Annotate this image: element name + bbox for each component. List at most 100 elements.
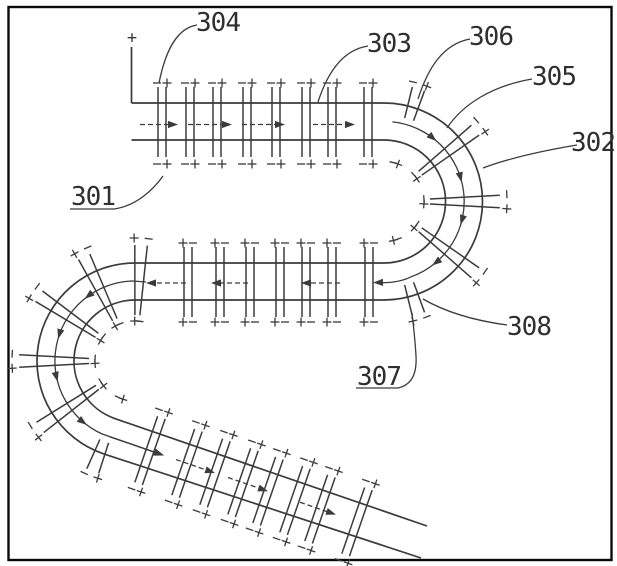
ref-label-302: 302 xyxy=(571,128,615,158)
minus-sign xyxy=(164,499,173,504)
plus-sign xyxy=(231,519,237,529)
electrode-line xyxy=(19,362,90,369)
plus-sign xyxy=(71,249,78,259)
electrode-pair xyxy=(403,282,426,317)
minus-sign xyxy=(220,518,229,523)
minus-sign xyxy=(408,80,417,84)
arrowhead xyxy=(51,371,59,382)
minus-sign xyxy=(83,245,92,250)
ref-label-301: 301 xyxy=(71,182,115,212)
electrode-line xyxy=(418,124,472,172)
plus-sign xyxy=(502,207,512,210)
plus-sign xyxy=(391,235,396,245)
electrode-line xyxy=(43,388,100,434)
electrode-pair xyxy=(19,353,90,369)
flow-arrow-shaft xyxy=(299,501,329,513)
electrode-line xyxy=(36,384,97,423)
electrode-line xyxy=(412,90,426,121)
minus-sign xyxy=(245,527,254,532)
electrode-line xyxy=(412,282,426,313)
plus-sign xyxy=(472,279,481,287)
electrode-line xyxy=(98,442,110,474)
channel-wall-b xyxy=(36,139,447,559)
plus-sign xyxy=(373,479,378,489)
arrowhead xyxy=(432,256,443,266)
arrowhead xyxy=(459,214,467,225)
electrode-pair xyxy=(157,87,167,157)
arrowhead xyxy=(222,120,232,129)
arrowhead xyxy=(84,289,95,299)
electrode-pair xyxy=(327,87,337,157)
arrowhead xyxy=(204,466,215,474)
electrode-pair xyxy=(36,384,100,434)
arrowhead xyxy=(345,120,355,129)
electrode-line xyxy=(77,259,114,322)
electrode-line xyxy=(341,487,366,554)
plus-sign xyxy=(410,224,418,232)
arrowhead xyxy=(146,279,156,287)
leader-line-302 xyxy=(482,144,578,169)
arrowhead xyxy=(455,171,463,183)
plus-sign xyxy=(34,434,43,441)
electrode-line xyxy=(429,203,500,209)
electrode-line xyxy=(418,231,472,279)
electrodes xyxy=(19,86,500,557)
minus-sign xyxy=(247,439,256,444)
electrode-pair xyxy=(327,247,337,317)
electrode-line xyxy=(19,353,90,360)
minus-sign xyxy=(473,116,480,124)
leader-line-304 xyxy=(158,24,198,84)
minus-sign xyxy=(144,237,153,240)
plus-sign xyxy=(395,159,401,169)
electrode-pair xyxy=(403,86,426,121)
minus-sign xyxy=(154,407,163,412)
minus-sign xyxy=(299,457,308,462)
electrode-pair xyxy=(279,465,311,536)
electrode-pair xyxy=(212,87,222,157)
electrode-line xyxy=(403,86,414,119)
electrode-line xyxy=(279,465,304,533)
arrowhead xyxy=(76,415,87,425)
channel-wall-a xyxy=(73,102,484,527)
channel-walls xyxy=(36,102,484,559)
electrode-line xyxy=(89,253,118,319)
arrowhead xyxy=(57,328,65,339)
minus-sign xyxy=(422,314,431,319)
electrode-line xyxy=(286,468,311,536)
electrode-pair xyxy=(418,124,480,176)
electrode-line xyxy=(421,227,480,269)
plus-sign xyxy=(90,362,100,365)
arrowhead xyxy=(153,448,164,456)
plus-sign xyxy=(7,367,17,370)
plus-sign xyxy=(99,382,108,390)
ref-label-303: 303 xyxy=(367,29,411,59)
plus-sign xyxy=(96,337,105,344)
plus-sign xyxy=(256,528,262,538)
arrowhead xyxy=(257,484,268,492)
plus-sign xyxy=(175,500,181,510)
minus-sign xyxy=(334,558,343,562)
minus-sign xyxy=(219,429,228,434)
ref-label-306: 306 xyxy=(469,22,513,52)
polarity-marks xyxy=(7,78,512,566)
electrode-pair xyxy=(301,87,311,157)
minus-sign xyxy=(127,486,136,491)
plus-sign xyxy=(346,558,351,566)
flow-arrow-shaft xyxy=(376,121,465,284)
flow-arrow-shaft xyxy=(227,476,261,490)
electrode-pair xyxy=(418,227,480,279)
plus-sign xyxy=(24,295,34,302)
plus-sign xyxy=(412,175,421,182)
minus-sign xyxy=(297,545,306,550)
ref-label-305: 305 xyxy=(532,62,576,92)
electrode-line xyxy=(86,439,101,470)
plus-sign xyxy=(481,128,490,135)
electrode-pair xyxy=(77,253,118,322)
minus-sign xyxy=(272,447,281,452)
electrode-pair xyxy=(134,244,149,316)
minus-sign xyxy=(191,420,200,424)
electrode-line xyxy=(171,428,196,496)
